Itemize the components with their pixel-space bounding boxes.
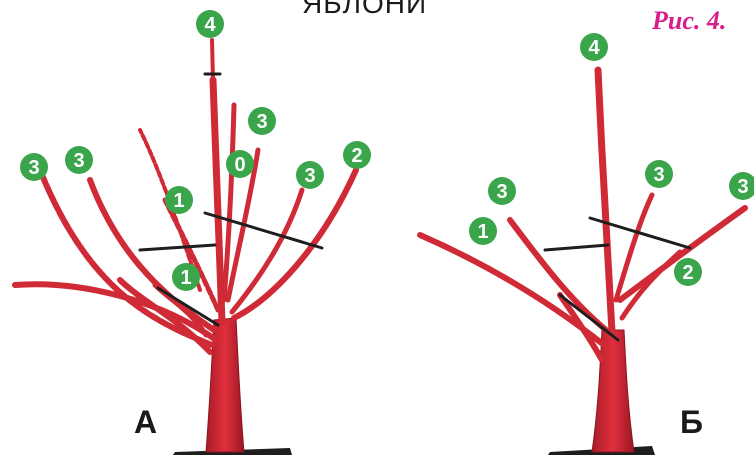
marker-number: 2	[682, 262, 693, 284]
tree-b-marker-0: 4	[580, 33, 608, 61]
tree-b-marker-3: 3	[729, 172, 754, 200]
marker-number: 3	[653, 164, 664, 186]
tree-a-marker-6: 2	[343, 141, 371, 169]
marker-number: 4	[204, 14, 216, 36]
tree-a-marker-5: 3	[296, 161, 324, 189]
tree-b-marker-5: 2	[674, 258, 702, 286]
marker-number: 1	[173, 190, 184, 212]
tree-b-leader	[598, 70, 612, 332]
marker-number: 3	[496, 181, 507, 203]
tree-a-marker-8: 1	[172, 263, 200, 291]
tree-b-marker-1: 3	[645, 160, 673, 188]
tree-a-marker-0: 4	[196, 10, 224, 38]
marker-number: 1	[477, 221, 488, 243]
tree-a-label: А	[134, 404, 157, 441]
tree-b-label: Б	[680, 404, 703, 441]
tree-b-branch-2	[622, 252, 680, 318]
tree-a-marker-1: 3	[248, 107, 276, 135]
tree-b-branch-1	[420, 235, 604, 345]
tree-a-marker-3: 3	[65, 146, 93, 174]
marker-number: 3	[28, 157, 39, 179]
marker-number: 0	[234, 154, 245, 176]
tree-a-marker-7: 1	[165, 186, 193, 214]
tree-a-leader	[213, 80, 222, 322]
marker-number: 2	[351, 145, 362, 167]
tree-b-marker-2: 3	[488, 177, 516, 205]
marker-number: 3	[737, 176, 748, 198]
marker-number: 4	[588, 37, 600, 59]
marker-number: 1	[180, 267, 191, 289]
tree-a	[15, 40, 356, 455]
marker-number: 3	[73, 150, 84, 172]
marker-number: 3	[304, 165, 315, 187]
tree-a-marker-2: 3	[20, 153, 48, 181]
tree-a-branch-1-upper	[165, 200, 218, 310]
tree-a-marker-4: 0	[226, 150, 254, 178]
tree-b-marker-4: 1	[469, 217, 497, 245]
marker-number: 3	[256, 111, 267, 133]
